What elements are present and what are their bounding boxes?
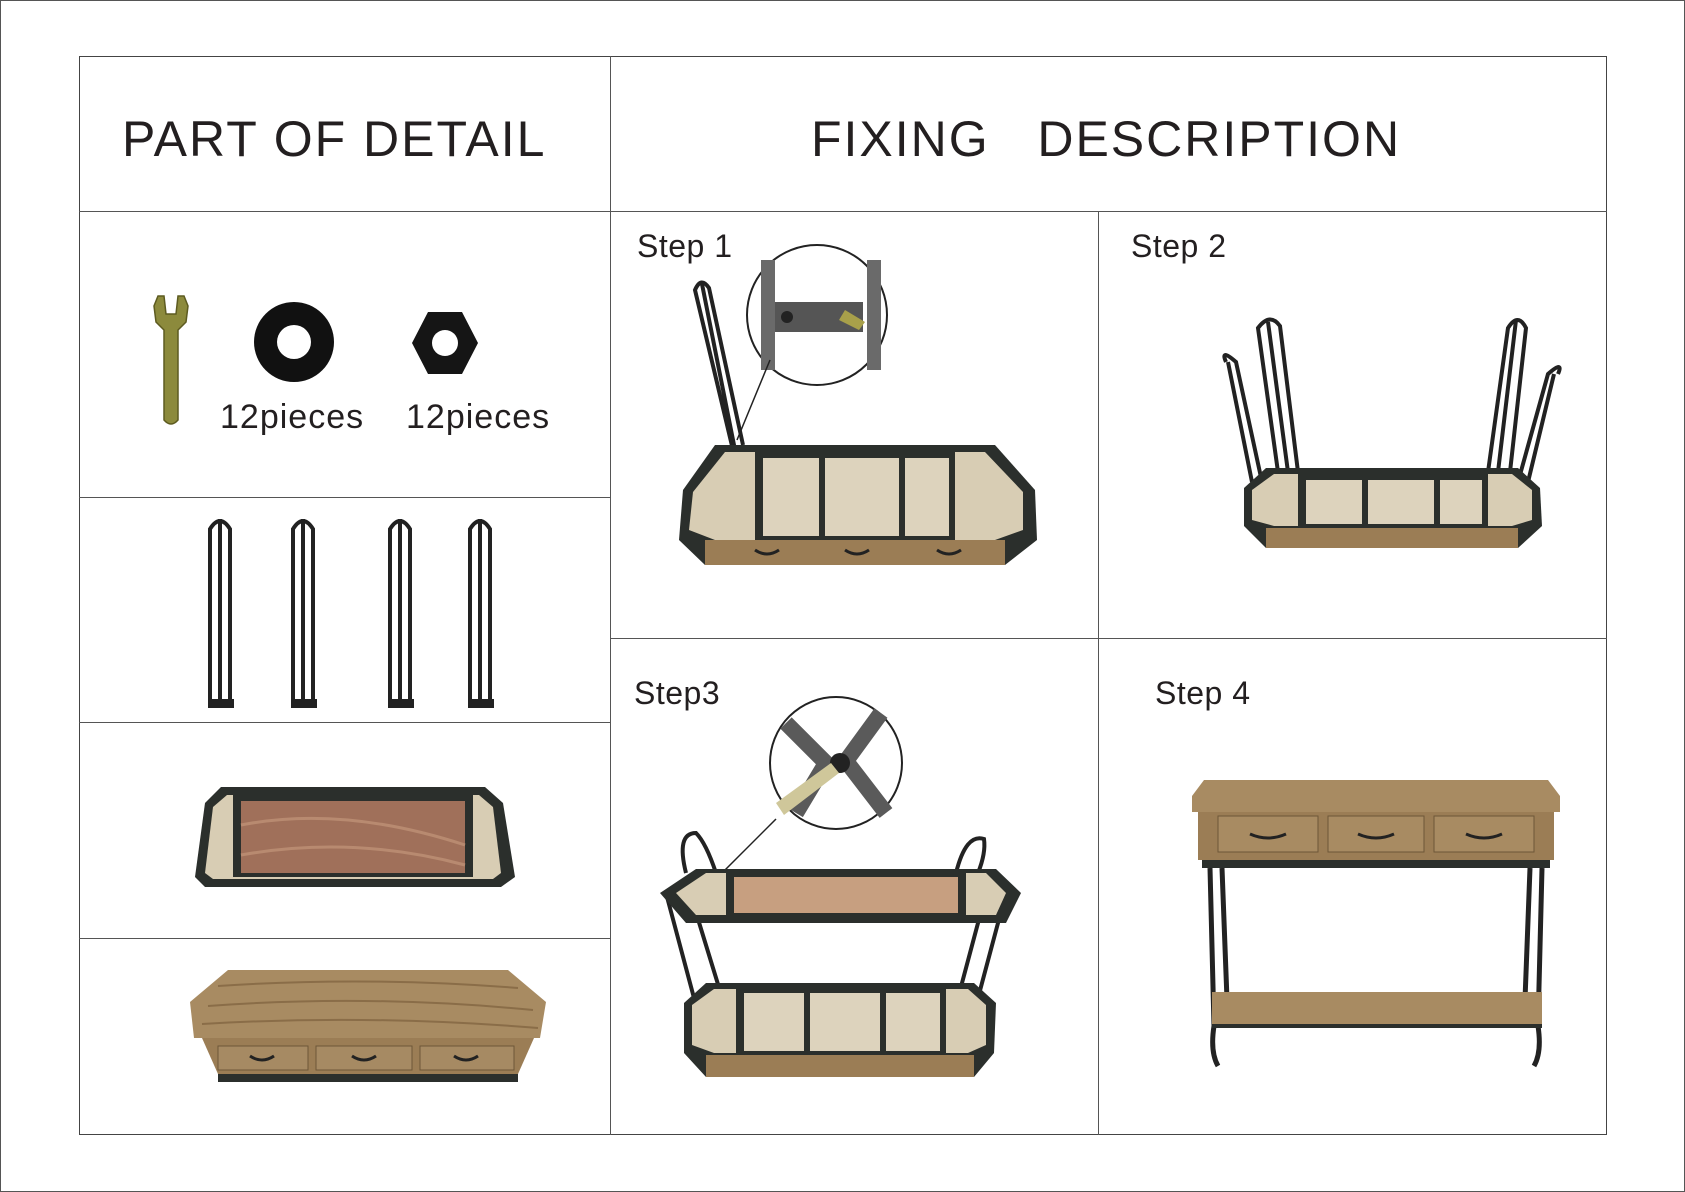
step-4-illustration [1192, 780, 1560, 1068]
lower-shelf-image [195, 787, 515, 887]
step-3-illustration [660, 696, 1021, 1077]
header-divider [79, 211, 1607, 212]
column-divider [610, 56, 611, 1135]
step-1-illustration [679, 244, 1037, 565]
step-2-illustration [1222, 317, 1562, 548]
step-2-label: Step 2 [1131, 228, 1227, 264]
parts-row-divider [79, 722, 610, 723]
tabletop-drawer-unit-image [190, 970, 546, 1082]
step-column-divider [1098, 212, 1099, 1135]
washer-icon [254, 302, 334, 382]
parts-row-divider [79, 938, 610, 939]
hairpin-legs-image [208, 519, 494, 708]
nut-quantity: 12pieces [406, 398, 551, 436]
instruction-table [79, 56, 1607, 1135]
step-3-label: Step3 [634, 675, 721, 711]
washer-quantity: 12pieces [220, 398, 365, 436]
step-1-label: Step 1 [637, 228, 733, 264]
wrench-icon [153, 295, 189, 425]
parts-heading: PART OF DETAIL [122, 111, 547, 167]
hex-nut-icon [412, 312, 478, 374]
fixing-heading: FIXING DESCRIPTION [811, 111, 1402, 167]
step-4-label: Step 4 [1155, 675, 1251, 711]
steps-row-divider [610, 638, 1607, 639]
parts-row-divider [79, 497, 610, 498]
